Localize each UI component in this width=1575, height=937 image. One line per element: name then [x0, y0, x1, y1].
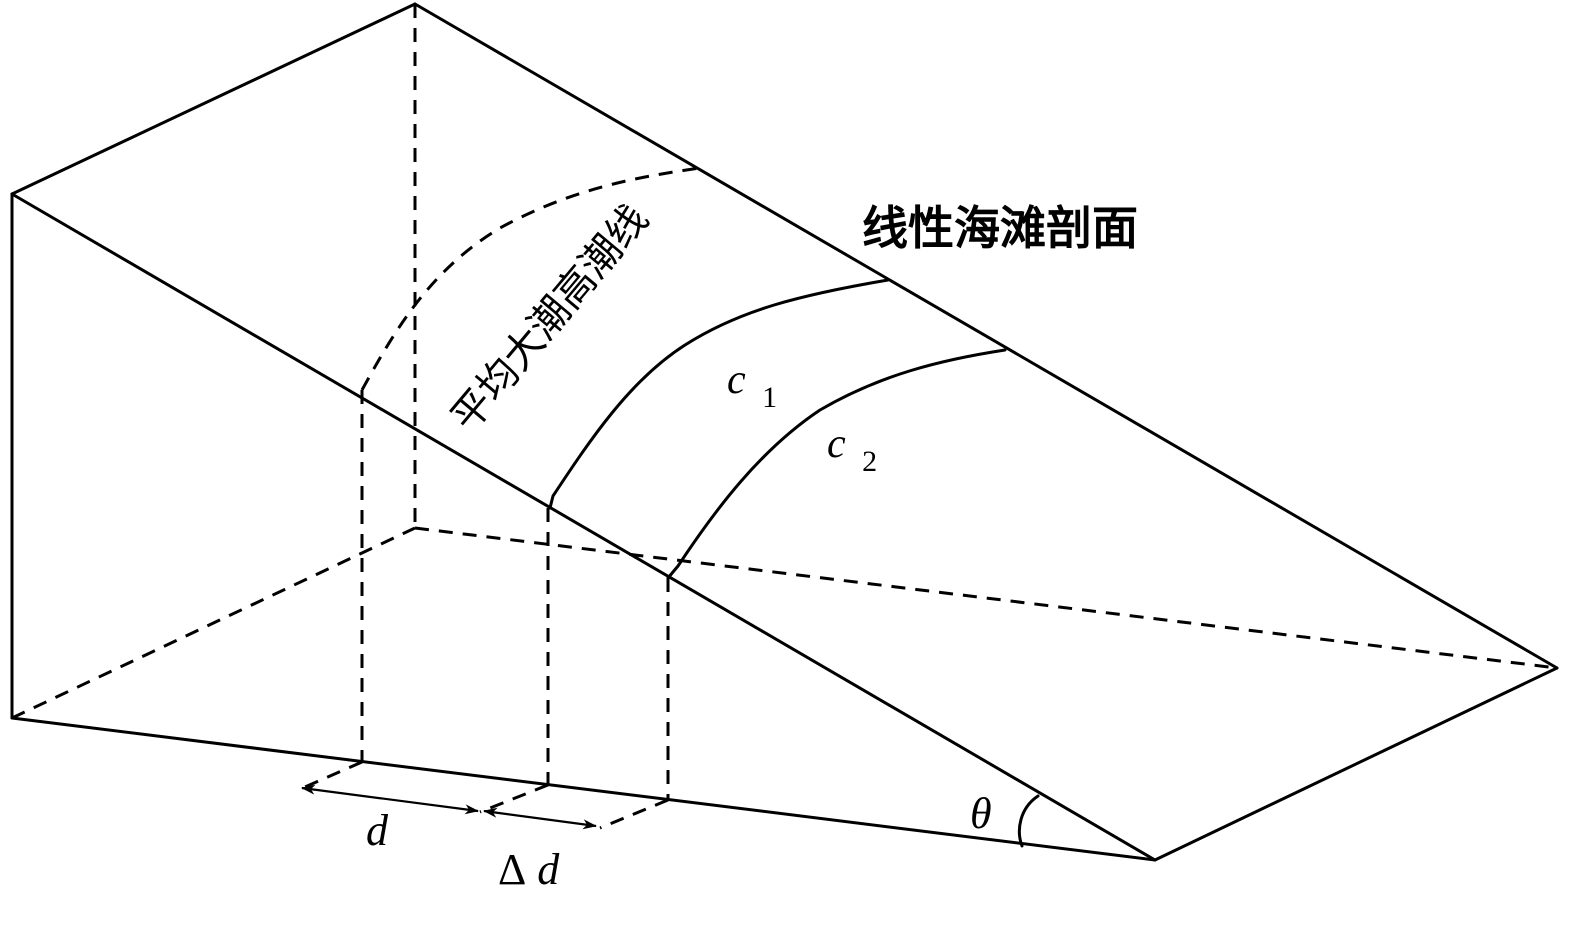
d-label: d — [366, 806, 389, 855]
bottom-back-hidden-edge — [414, 526, 1558, 670]
extension-d-start — [297, 760, 363, 792]
high-tide-line-label: 平均大潮高潮线 — [442, 196, 657, 440]
wedge-hidden-edges — [11, 4, 1558, 720]
beach-profile-title: 线性海滩剖面 — [862, 201, 1138, 255]
back-slope-edge — [413, 2, 1559, 670]
projection-lines — [360, 390, 670, 800]
delta-d-label: Δ d — [498, 845, 560, 894]
front-slope-edge — [10, 192, 1157, 862]
delta-d-variable: d — [537, 845, 560, 894]
bottom-left-hidden-edge — [11, 526, 416, 720]
delta-d-dimension-arrow — [483, 807, 597, 830]
extension-delta-d-end — [599, 798, 669, 830]
top-back-edge — [10, 2, 417, 196]
wedge-solid-edges — [10, 2, 1559, 862]
contour-c1-curve — [548, 278, 890, 510]
theta-label: θ — [970, 789, 992, 838]
c2-symbol: c — [827, 421, 846, 467]
extension-d-end — [479, 783, 549, 814]
delta-symbol: Δ — [498, 845, 526, 894]
c1-symbol: c — [727, 357, 746, 403]
right-tip-edge — [1153, 666, 1559, 862]
c2-subscript: 2 — [862, 445, 877, 478]
bottom-front-edge — [10, 716, 1157, 862]
high-tide-line-curve — [360, 166, 701, 391]
c1-label: c 1 — [727, 357, 777, 414]
contour-c2-curve — [666, 348, 1007, 580]
c2-label: c 2 — [827, 421, 877, 478]
c1-subscript: 1 — [762, 381, 777, 414]
theta-angle-arc — [1017, 794, 1040, 848]
d-dimension-arrow — [301, 784, 479, 815]
